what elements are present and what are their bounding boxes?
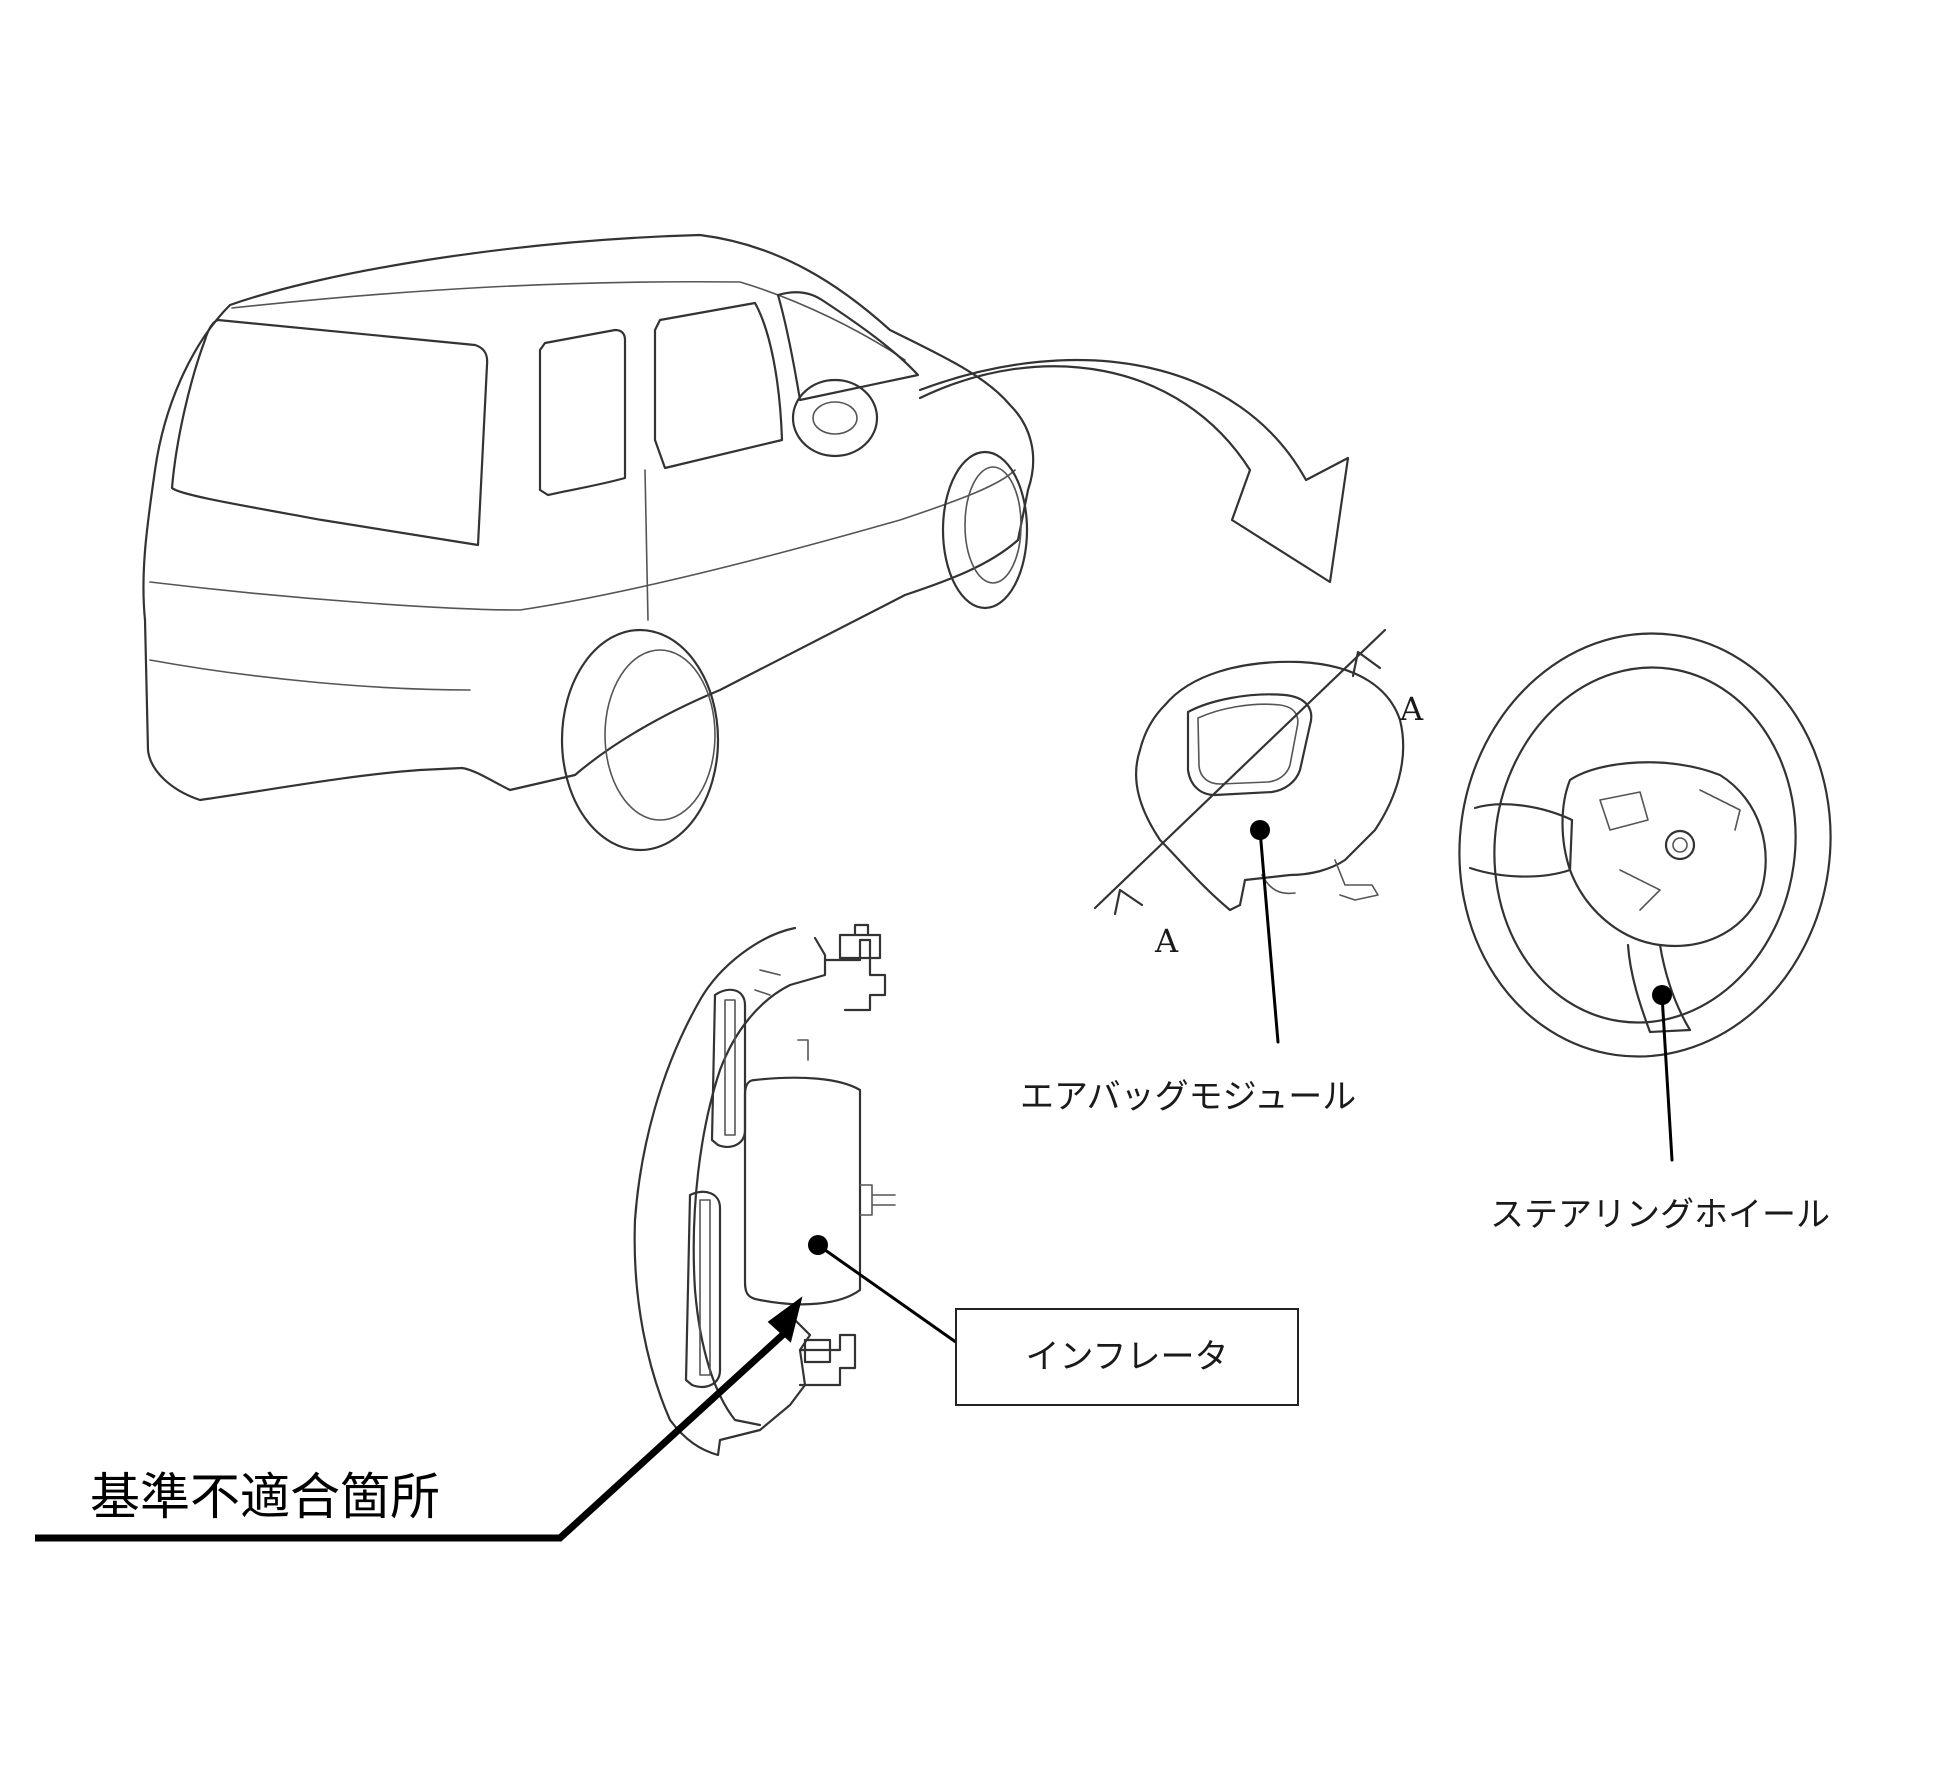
- steering-wheel-spoke-bottom: [1626, 943, 1692, 1034]
- vehicle-interior-steering-wheel: [791, 378, 879, 458]
- leader-line-inflator: [816, 1243, 962, 1347]
- leader-lines: [808, 820, 1674, 1347]
- steering-wheel-rim-outer: [1458, 632, 1832, 1058]
- cross-section-bracket-top: [823, 938, 887, 1012]
- cross-section-inflator-body: [743, 1076, 862, 1306]
- cross-section-inner-fold-upper: [724, 999, 736, 1136]
- cross-section-inner-fold-lower: [699, 1199, 711, 1376]
- steering-wheel-center-bolt: [1672, 837, 1688, 853]
- section-line-a-a: [1093, 628, 1387, 910]
- label-section-mark-top: A: [1400, 690, 1424, 728]
- label-defect-location: 基準不適合箇所: [90, 1468, 440, 1526]
- airbag-module-connector: [1334, 859, 1379, 901]
- label-inflator: インフレータ: [955, 1308, 1299, 1406]
- steering-wheel-hub-detail: [1599, 789, 1741, 911]
- cross-section-bracket-bottom: [798, 1333, 857, 1387]
- leader-line-airbag-module: [1258, 828, 1280, 1044]
- steering-wheel-spoke-left: [1468, 803, 1574, 878]
- vehicle-door-seam: [644, 469, 649, 621]
- steering-wheel-hub: [1561, 761, 1767, 947]
- cross-section-folded-bag-upper: [710, 988, 747, 1148]
- vehicle-front-wheel-inner: [964, 466, 1022, 584]
- vehicle-lower-line: [149, 659, 471, 691]
- vehicle-front-wheel: [941, 450, 1029, 610]
- vehicle-rear-wheel-inner: [604, 649, 716, 821]
- airbag-module-emblem-inner: [1197, 703, 1299, 785]
- vehicle-rear-wheel: [560, 628, 720, 852]
- inflator-cross-section: [633, 923, 896, 1457]
- cross-section-connector: [859, 1184, 896, 1216]
- airbag-module-outline: [1135, 660, 1405, 912]
- defect-arrowhead-icon: [767, 1296, 803, 1343]
- label-airbag-module: エアバッグモジュール: [1020, 1077, 1357, 1117]
- defect-pointer: [35, 1296, 803, 1542]
- vehicle-side-window-front: [776, 291, 920, 402]
- curved-arrow: [918, 358, 1350, 584]
- steering-wheel-illustration: [1458, 632, 1832, 1058]
- airbag-module-emblem: [1186, 693, 1313, 797]
- vehicle-rear-window: [170, 318, 489, 547]
- label-section-mark-bottom: A: [1155, 922, 1179, 960]
- cross-section-outer: [633, 926, 812, 1457]
- vehicle-side-window-middle: [653, 301, 784, 470]
- defect-underline: [35, 1327, 791, 1542]
- steering-wheel-center-boss: [1664, 829, 1696, 861]
- label-steering-wheel: ステアリングホイール: [1490, 1195, 1830, 1235]
- vehicle-illustration: [142, 233, 1035, 852]
- steering-wheel-rim-inner: [1493, 666, 1797, 1024]
- vehicle-interior-steering-hub: [812, 401, 858, 435]
- section-arrow-bottom-icon: [1113, 888, 1144, 916]
- vehicle-body-outline: [142, 233, 1035, 802]
- vehicle-roof-line: [231, 280, 906, 361]
- cross-section-hatching: [754, 969, 809, 1061]
- cross-section-folded-bag-lower: [684, 1190, 722, 1388]
- airbag-module-illustration: [1135, 660, 1405, 912]
- vehicle-side-window-rear: [538, 328, 627, 497]
- cross-section-bolt-top: [838, 923, 882, 960]
- cross-section-bolt-bottom: [803, 1338, 832, 1364]
- leader-line-steering-wheel: [1660, 993, 1674, 1162]
- section-arrow-top-icon: [1351, 650, 1382, 678]
- vehicle-side-line: [149, 469, 1016, 611]
